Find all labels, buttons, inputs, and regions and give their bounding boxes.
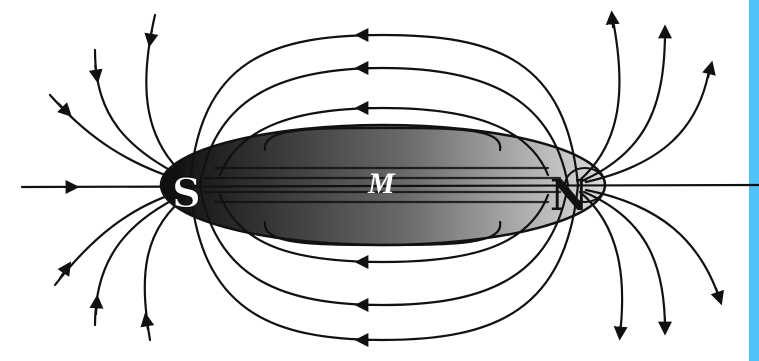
magnet-label: M (367, 167, 396, 200)
north-pole-label: N (550, 171, 588, 220)
field-lines-left (50, 15, 190, 340)
south-pole-label: S (172, 170, 201, 217)
